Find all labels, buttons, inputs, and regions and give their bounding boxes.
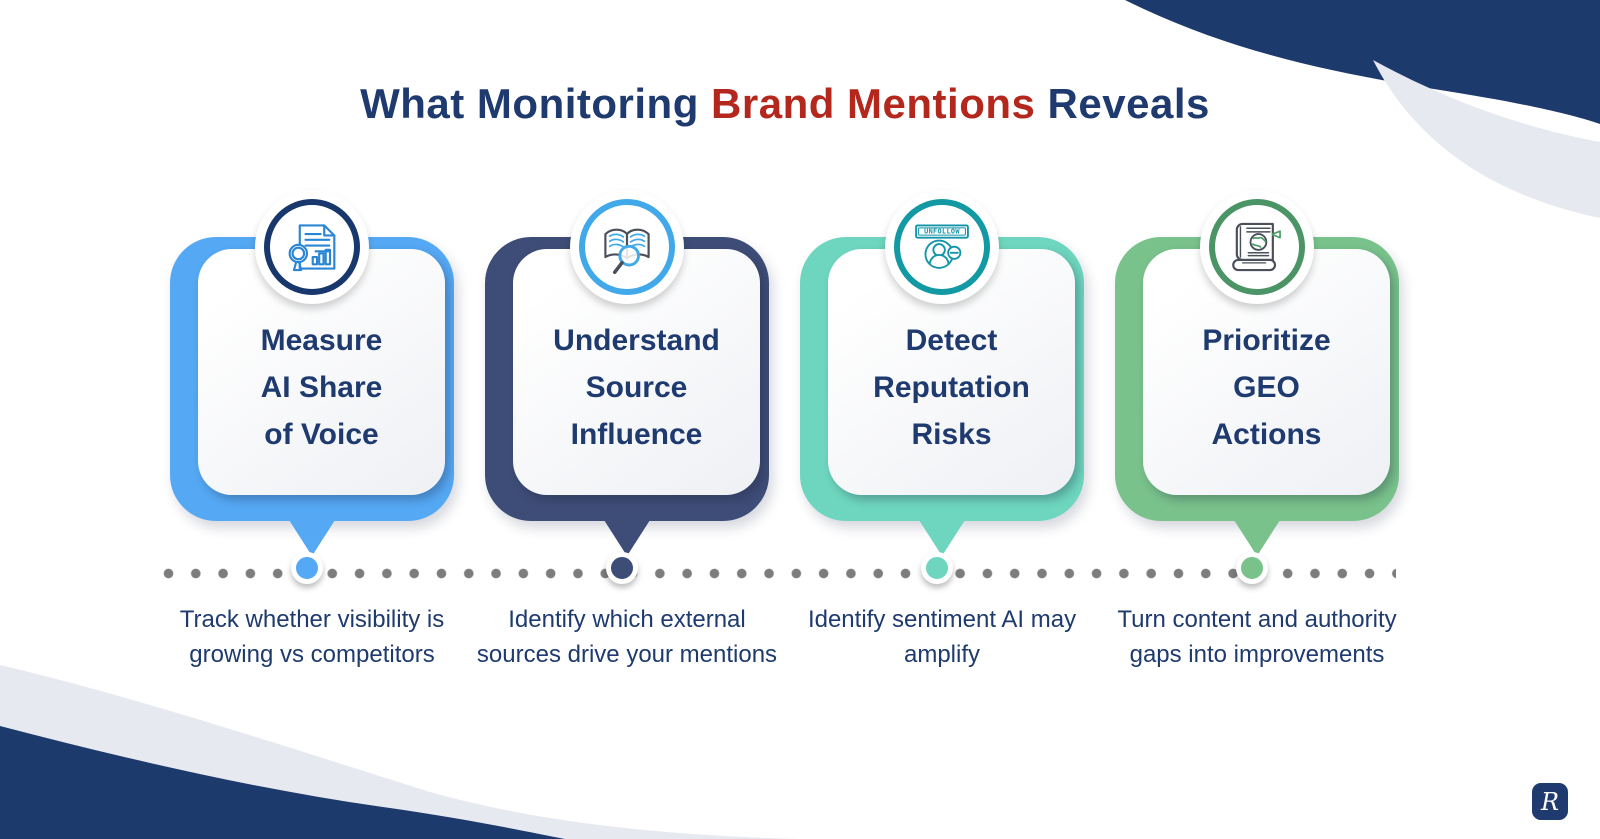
card-understand-source-influence: Understand Source Influence — [467, 190, 787, 730]
card-pointer-tail — [919, 520, 965, 556]
card-heading: Prioritize GEO Actions — [1202, 317, 1330, 458]
card-body: Measure AI Share of Voice — [198, 249, 445, 495]
unfollow-label: UNFOLLOW — [924, 228, 960, 236]
card-pointer-tail — [1234, 520, 1280, 556]
card-heading: Understand Source Influence — [553, 317, 720, 458]
brand-logo-badge: R — [1532, 783, 1568, 820]
timeline-marker-dot — [606, 552, 638, 584]
heading-line: GEO — [1233, 370, 1300, 404]
heading-line: Understand — [553, 323, 720, 357]
bottom-left-navy-wave — [0, 726, 565, 839]
card-description: Turn content and authority gaps into imp… — [1117, 606, 1397, 668]
heading-line: of Voice — [264, 417, 379, 451]
unfollow-user-icon: UNFOLLOW — [915, 224, 969, 269]
book-magnifier-icon — [604, 228, 650, 274]
card-pointer-tail — [604, 520, 650, 556]
heading-line: Measure — [260, 323, 383, 357]
heading-line: Risks — [911, 417, 992, 451]
title-prefix: What Monitoring — [360, 80, 699, 127]
card-heading: Measure AI Share of Voice — [261, 317, 383, 458]
icon-ring — [579, 199, 675, 295]
card-prioritize-geo-actions: Prioritize GEO Actions — [1097, 190, 1417, 730]
heading-line: Actions — [1211, 417, 1322, 451]
heading-line: Influence — [570, 417, 703, 451]
title-suffix: Reveals — [1035, 80, 1210, 127]
heading-line: Source — [585, 370, 688, 404]
card-heading: Detect Reputation Risks — [873, 317, 1030, 458]
timeline-marker-dot — [291, 552, 323, 584]
globe-book-icon — [1232, 222, 1281, 272]
brand-logo-letter: R — [1540, 787, 1560, 816]
heading-line: Prioritize — [1202, 323, 1331, 357]
card-detect-reputation-risks: Detect Reputation Risks — [782, 190, 1102, 730]
heading-line: AI Share — [260, 370, 383, 404]
card-measure-ai-share-of-voice: Measure AI Share of Voice — [152, 190, 472, 730]
heading-line: Reputation — [873, 370, 1030, 404]
icon-medallion — [255, 190, 369, 304]
icon-medallion — [570, 190, 684, 304]
timeline-marker-dot — [1236, 552, 1268, 584]
report-magnifier-icon — [288, 224, 336, 272]
title-highlight: Brand Mentions — [698, 80, 1036, 127]
heading-line: Detect — [905, 323, 998, 357]
icon-ring — [264, 199, 360, 295]
timeline-marker-dot — [921, 552, 953, 584]
icon-medallion — [1200, 190, 1314, 304]
card-description: Identify sentiment AI may amplify — [807, 606, 1077, 668]
card-pointer-tail — [289, 520, 335, 556]
page-title: What Monitoring Brand Mentions Reveals — [0, 80, 1570, 128]
card-description: Track whether visibility is growing vs c… — [179, 606, 445, 668]
icon-ring — [1209, 199, 1305, 295]
icon-medallion: UNFOLLOW — [885, 190, 999, 304]
card-description: Identify which external sources drive yo… — [476, 606, 778, 668]
timeline-dotted-line — [163, 568, 1396, 579]
icon-ring: UNFOLLOW — [894, 199, 990, 295]
